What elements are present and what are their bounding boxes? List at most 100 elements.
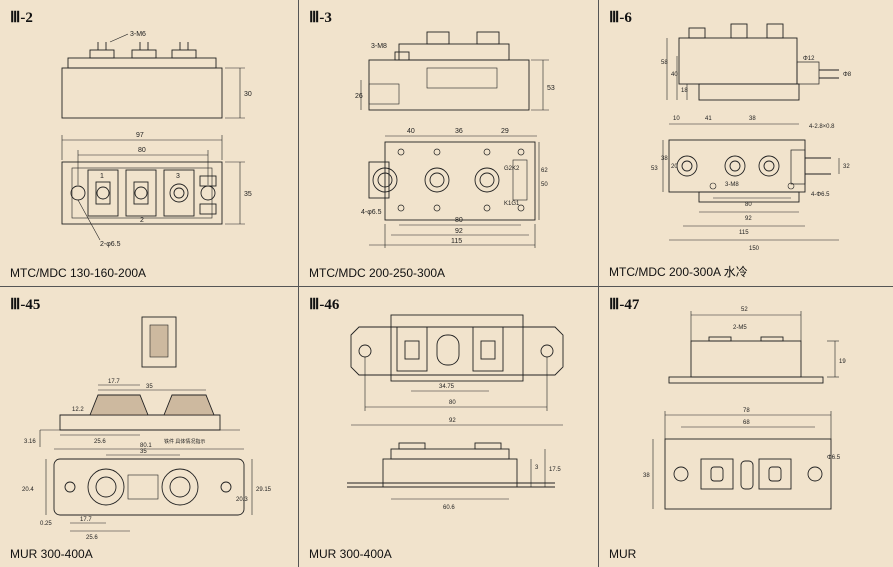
drawing-iii-47: 52 2-M5 19 78 68 Φ6.5 38	[643, 307, 846, 510]
dim-w35: 35	[146, 384, 153, 390]
dim-screw: 3-M8	[371, 43, 387, 50]
dim-note: 铁件 具体情况指示	[164, 438, 205, 445]
dim-w10: 10	[673, 116, 680, 122]
dim-h203: 20.3	[236, 497, 248, 503]
dim-w3475: 34.75	[439, 384, 455, 390]
module-body-top	[61, 161, 223, 225]
dim-w177: 17.7	[108, 379, 120, 385]
dim-w80: 80	[455, 217, 463, 224]
dim-w35b: 35	[140, 449, 147, 455]
module-body-side	[368, 59, 530, 111]
dim-h175: 17.5	[549, 467, 561, 473]
module-body-side	[690, 340, 802, 378]
mount-hole-left	[358, 344, 372, 358]
dim-h53: 53	[547, 85, 555, 92]
dim-w68: 68	[743, 420, 750, 426]
drawing-iii-45: 17.7 35 12.2 25.6 3.16 铁件 具体情况指示 80.1 35…	[22, 316, 272, 541]
panel-iii-47: Ⅲ-47 52 2-M5	[599, 287, 893, 567]
module-body-side	[678, 37, 798, 85]
dim-h122: 12.2	[72, 407, 84, 413]
dim-w78: 78	[743, 408, 750, 414]
dim-screw: 3-M6	[130, 31, 146, 38]
panel-title: Ⅲ-2	[10, 10, 33, 26]
terminal-screws-side	[688, 23, 784, 39]
dim-w92: 92	[745, 216, 752, 222]
dim-h40: 40	[671, 72, 678, 78]
module-body-top	[390, 314, 524, 382]
dim-hole: Φ6.5	[827, 455, 841, 461]
terminal-1	[676, 155, 698, 177]
panel-title: Ⅲ-3	[309, 10, 332, 26]
label-g2k2: G2K2	[504, 166, 520, 172]
dim-w36: 36	[455, 128, 463, 135]
panel-title: Ⅲ-47	[609, 297, 640, 313]
module-body-top	[53, 458, 245, 516]
dim-w150: 150	[749, 246, 760, 252]
divider-h	[0, 286, 893, 287]
dim-w92: 92	[455, 228, 463, 235]
mount-hole-right	[807, 466, 823, 482]
dim-w41: 41	[705, 116, 712, 122]
dim-h38: 38	[643, 473, 650, 479]
terminal-screws-side	[394, 31, 500, 61]
dim-h316: 3.16	[24, 439, 36, 445]
dim-h53: 53	[651, 166, 658, 172]
dim-w97: 97	[136, 132, 144, 139]
terminal-1	[87, 468, 125, 506]
terminal-3	[758, 155, 780, 177]
panel-caption: MUR 300-400A	[10, 547, 93, 561]
dim-w606: 60.6	[443, 505, 455, 511]
dim-w80: 80	[449, 400, 456, 406]
dim-h025: 0.25	[40, 521, 52, 527]
mount-hole-left	[64, 481, 76, 493]
dim-h58: 58	[661, 60, 668, 66]
dim-h30: 30	[244, 91, 252, 98]
terminal-2	[161, 468, 199, 506]
dim-h204: 20.4	[22, 487, 34, 493]
panel-title: Ⅲ-45	[10, 297, 41, 313]
terminal-3	[474, 167, 500, 193]
terminal-1: 1	[100, 173, 104, 180]
panel-caption: MUR	[609, 547, 637, 561]
dim-h62: 62	[541, 168, 548, 174]
terminal-2: 2	[140, 217, 144, 224]
dim-screw: 3-M8	[725, 182, 739, 188]
divider-v2	[598, 0, 599, 567]
dim-h20: 20	[671, 164, 678, 170]
panel-caption: MTC/MDC 200-250-300A	[309, 266, 446, 280]
drawing-iii-3: 3-M8 26 53 40 36 29 4-φ6.5 80 92 115 50 …	[355, 31, 555, 248]
panel-caption: MUR 300-400A	[309, 547, 392, 561]
panel-iii-3: Ⅲ-3	[299, 0, 598, 286]
dim-w115: 115	[451, 238, 462, 245]
mount-hole-right	[200, 185, 216, 201]
dim-w52: 52	[741, 307, 748, 313]
dim-h50: 50	[541, 182, 548, 188]
dim-screw: 2-M5	[733, 325, 747, 331]
terminal-2	[424, 167, 450, 193]
dim-h32: 32	[843, 164, 850, 170]
dim-phi8: Φ8	[843, 72, 852, 78]
dim-w92: 92	[449, 418, 456, 424]
dim-h2915: 29.15	[256, 487, 272, 493]
mount-hole-right	[540, 344, 554, 358]
dim-h35: 35	[244, 191, 252, 198]
module-body-side	[61, 67, 223, 119]
panel-title: Ⅲ-6	[609, 10, 632, 26]
mount-hole-right	[220, 481, 232, 493]
dim-hole: 4-Φ6.5	[811, 192, 830, 198]
module-top-side	[67, 57, 217, 69]
dim-h18: 18	[681, 88, 688, 94]
dim-w115: 115	[739, 230, 749, 236]
dim-h26: 26	[355, 93, 363, 100]
mount-hole-left	[673, 466, 689, 482]
drawing-iii-2: 3-M6 30 97 80 35 2-φ6.5 1 2 3	[61, 31, 252, 248]
end-view	[141, 316, 177, 368]
drawing-iii-46: 34.75 80 92 3 17.5 60.6	[347, 314, 564, 511]
mount-holes	[397, 148, 525, 212]
module-base-top	[350, 326, 564, 376]
dim-w256b: 25.6	[86, 535, 98, 541]
dim-hole: 4-φ6.5	[361, 209, 382, 216]
panel-iii-2: Ⅲ-2	[0, 0, 298, 286]
terminal-screws-side	[89, 42, 197, 59]
